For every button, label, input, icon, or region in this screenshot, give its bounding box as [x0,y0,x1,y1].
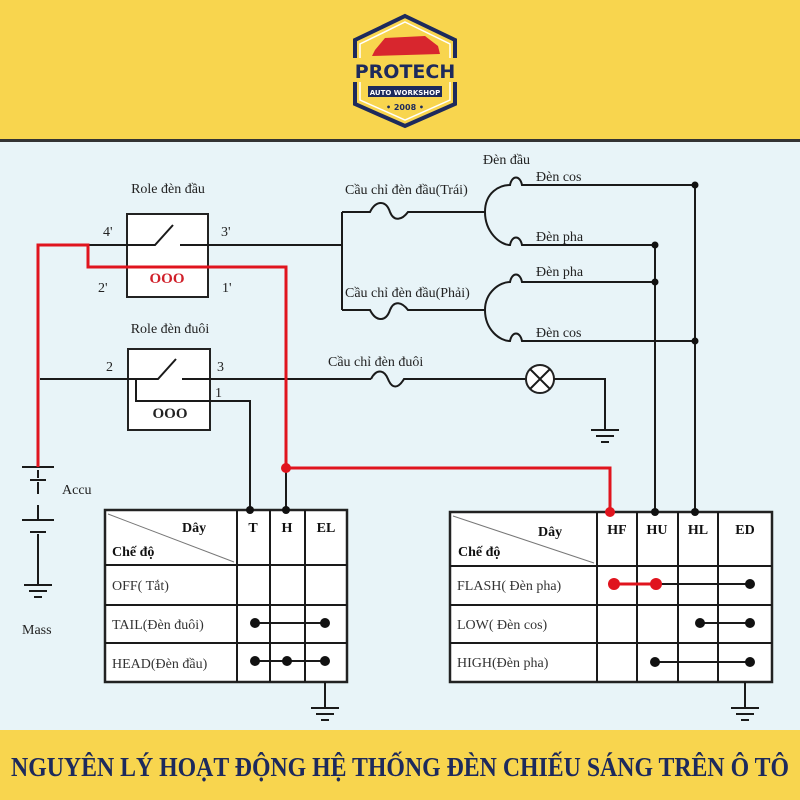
table-left: Dây Chế độ T H EL OFF( Tắt) TAIL(Đèn đuô… [103,506,349,721]
pin-label: 3' [221,225,231,240]
column-header: T [248,521,258,536]
tail-relay: Role đèn đuôi 2 3 1 ΟΟΟ [40,322,371,510]
column-header: HL [688,523,708,538]
column-header: EL [317,521,336,536]
corner-label: Dây [182,521,206,536]
corner-label: Chế độ [112,545,154,560]
row-label: LOW( Đèn cos) [457,618,548,633]
active-wire [36,243,612,510]
table-right: Dây Chế độ HF HU HL ED FLASH( Đèn pha) L… [448,507,774,721]
column-header: H [282,521,293,536]
fuse-right-label: Cầu chỉ đèn đầu(Phải) [345,286,470,301]
pin-label: 3 [217,360,224,375]
row-label: TAIL(Đèn đuôi) [112,618,204,633]
car-icon [372,36,440,56]
pin-label: 4' [103,225,113,240]
pin-label: 2' [98,281,108,296]
battery: Accu Mass [22,466,92,638]
row-label: HEAD(Đèn đầu) [112,657,208,672]
page-title: NGUYÊN LÝ HOẠT ĐỘNG HỆ THỐNG ĐÈN CHIẾU S… [11,751,789,782]
tail-circuit: Cầu chỉ đèn đuôi [328,355,619,443]
battery-label: Accu [62,483,92,498]
ground-label: Mass [22,623,52,638]
logo-tagline: AUTO WORKSHOP [370,89,441,97]
corner-label: Dây [538,525,562,540]
row-label: OFF( Tắt) [112,579,169,594]
head-fuses: Cầu chỉ đèn đầu(Trái) Cầu chỉ đèn đầu(Ph… [341,153,699,510]
pin-label: 1 [215,386,222,401]
title-band [0,730,800,800]
logo-year: • 2008 • [386,103,424,112]
lamp-cos-label: Đèn cos [536,170,582,185]
coil-icon: ΟΟΟ [149,271,184,287]
logo-name: PROTECH [355,61,456,83]
lamp-cos-label: Đèn cos [536,326,582,341]
divider [0,139,800,142]
fuse-left-label: Cầu chỉ đèn đầu(Trái) [345,183,468,198]
head-relay: Role đèn đầu 4' 3' 2' 1' ΟΟΟ [88,182,342,298]
pin-label: 2 [106,360,113,375]
head-lamp-label: Đèn đầu [483,153,530,168]
column-header: ED [735,523,754,538]
tail-relay-label: Role đèn đuôi [131,322,210,337]
ground-icon [311,682,339,721]
ground-icon [591,429,619,443]
row-label: FLASH( Đèn pha) [457,579,562,594]
pin-label: 1' [222,281,232,296]
lamp-pha-label: Đèn pha [536,265,584,280]
lamp-pha-label: Đèn pha [536,230,584,245]
column-header: HU [647,523,668,538]
ground-icon [731,682,759,721]
row-label: HIGH(Đèn pha) [457,656,549,671]
protech-logo: PROTECH AUTO WORKSHOP • 2008 • [342,13,468,129]
column-header: HF [607,523,626,538]
ground-icon [24,584,52,598]
corner-label: Chế độ [458,545,500,560]
coil-icon: ΟΟΟ [152,406,187,422]
head-relay-label: Role đèn đầu [131,182,205,197]
fuse-tail-label: Cầu chỉ đèn đuôi [328,355,423,370]
